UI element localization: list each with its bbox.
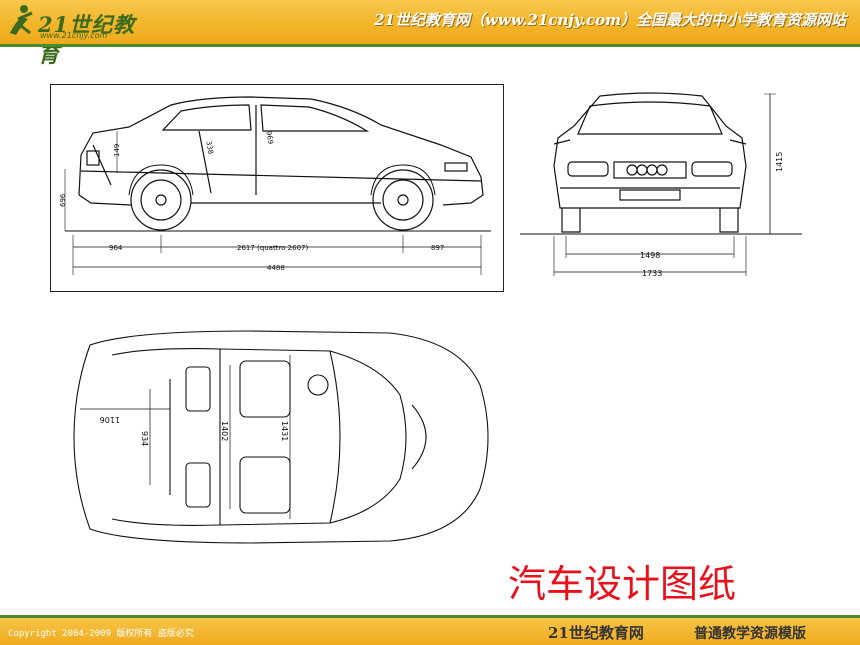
footer-divider	[0, 615, 860, 618]
header-title: 21世纪教育网（www.21cnjy.com）全国最大的中小学教育资源网站	[374, 11, 846, 29]
dim-rear-overhang: 897	[431, 244, 444, 252]
dim-a: 338	[204, 140, 214, 155]
car-top-view-svg: 1106 934 1402 1431	[73, 330, 489, 544]
dim-width: 1733	[642, 269, 662, 278]
dim-height: 1415	[775, 152, 784, 172]
dim-top-d: 1431	[280, 421, 289, 441]
logo-url: www.21cnjy.com	[40, 31, 108, 40]
footer-brand[interactable]: 21世纪教育网	[548, 624, 644, 642]
dim-b: 969	[264, 130, 274, 145]
footer-template-label: 普通教学资源模版	[694, 626, 806, 642]
dim-top-b: 934	[140, 431, 149, 446]
logo-text: 21世纪教育	[38, 12, 136, 67]
car-front-view-drawing: 1498 1733 1415	[520, 86, 802, 286]
dim-front-overhang: 964	[109, 244, 123, 252]
dim-wheelbase: 2617 (quattro 2607)	[237, 244, 308, 252]
logo-figure-icon	[10, 5, 33, 35]
site-logo[interactable]: 21世纪教育 www.21cnjy.com	[6, 3, 146, 67]
dim-length: 4488	[267, 264, 285, 272]
copyright-text: Copyright 2004-2009 版权所有 盗版必究	[8, 629, 194, 639]
dim-top-c: 1402	[220, 421, 229, 441]
header-bar: 21世纪教育 www.21cnjy.com 21世纪教育网（www.21cnjy…	[0, 0, 860, 67]
dim-trunk: 149	[113, 144, 121, 157]
car-side-view-svg: 964 2617 (quattro 2607) 897 4488 696 149…	[59, 96, 491, 275]
slide-caption: 汽车设计图纸	[508, 562, 737, 606]
header-divider	[0, 44, 860, 47]
dim-track: 1498	[640, 251, 660, 260]
footer-bar: Copyright 2004-2009 版权所有 盗版必究 21世纪教育网 普通…	[0, 618, 860, 645]
car-top-view-drawing: 1106 934 1402 1431	[50, 325, 505, 550]
dim-side-height: 696	[59, 193, 67, 207]
car-front-view-svg: 1498 1733 1415	[520, 92, 802, 278]
car-side-view-drawing: 964 2617 (quattro 2607) 897 4488 696 149…	[50, 84, 504, 292]
dim-top-a: 1106	[100, 415, 120, 424]
